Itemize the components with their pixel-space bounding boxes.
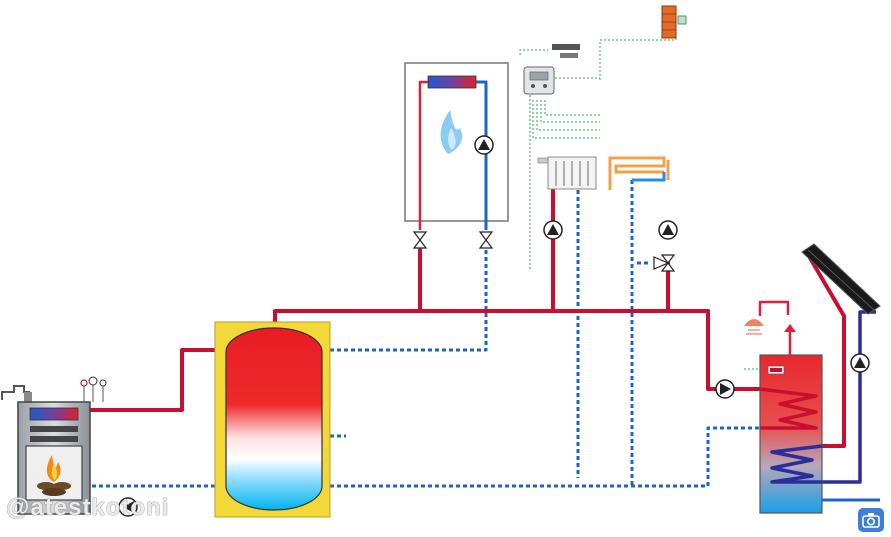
shower-icon: [744, 300, 790, 335]
camera-icon: [862, 513, 880, 528]
buffer-tank: [214, 321, 331, 518]
solid-fuel-boiler-icon: [1, 376, 107, 515]
return-pipes: [90, 180, 760, 488]
pump-icon: [543, 220, 563, 240]
three-way-valve-icon: [653, 254, 676, 272]
supply-pipes: [88, 188, 762, 412]
wall-gas-boiler-icon: [404, 62, 509, 230]
watermark: @atestkotoni: [6, 494, 170, 521]
pump-icon: [850, 353, 870, 373]
valve-icon: [412, 231, 494, 249]
solar-collector-icon: [801, 243, 881, 484]
pump-icon: [715, 379, 735, 399]
control-wiring: [519, 30, 760, 370]
controller-icon: [523, 66, 555, 95]
room-thermostat-icon: [552, 44, 580, 58]
hot-water-tank-icon: [759, 324, 880, 514]
pump-icon: [118, 497, 138, 517]
radiator-icon: [537, 156, 597, 190]
pump-icon: [658, 220, 678, 240]
camera-button[interactable]: [858, 508, 884, 532]
pump-icon: [474, 135, 494, 155]
floor-heating-coil-icon: [608, 156, 670, 190]
outdoor-sensor-icon: [661, 5, 687, 39]
